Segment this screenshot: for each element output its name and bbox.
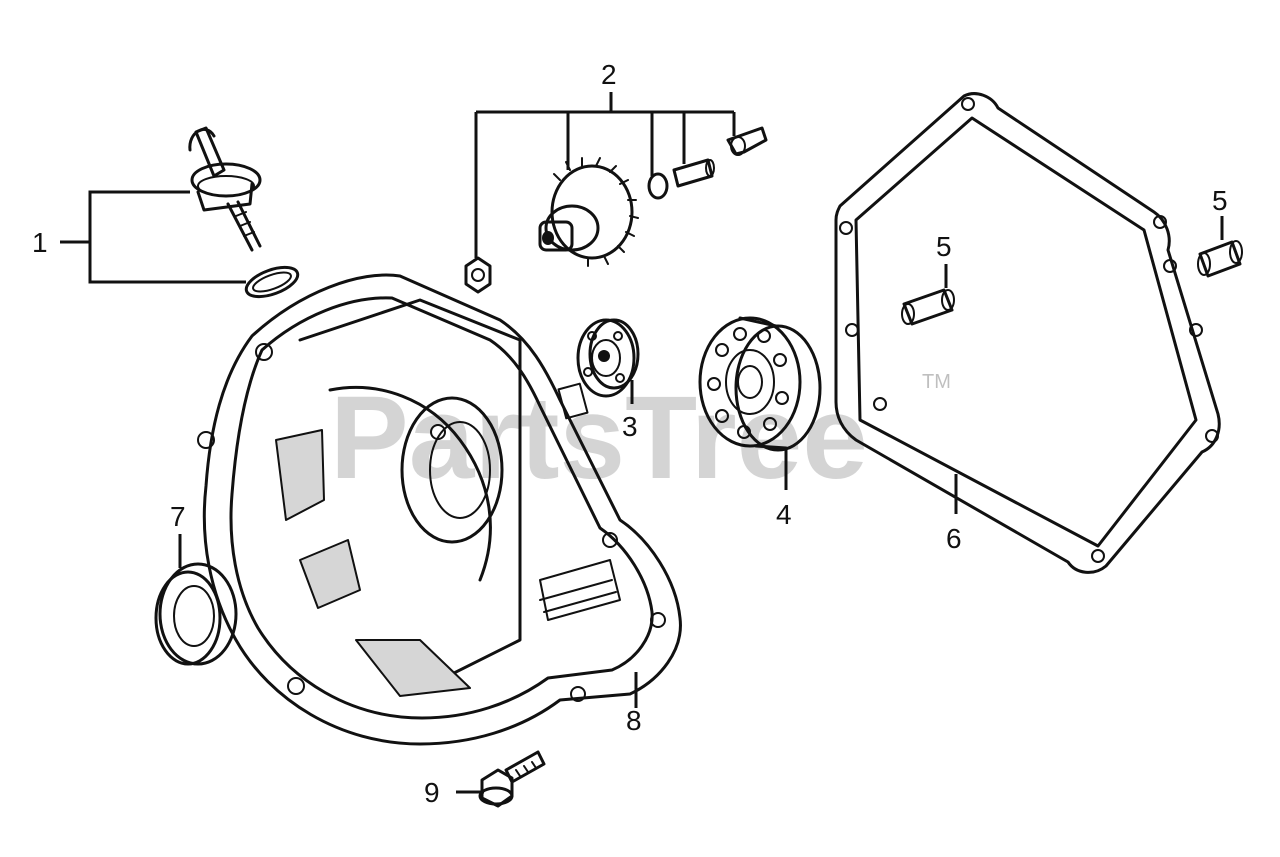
part-governor-gear[interactable] bbox=[538, 157, 639, 267]
callout-3[interactable]: 3 bbox=[622, 411, 638, 442]
part-washer[interactable] bbox=[647, 172, 669, 200]
callout-6[interactable]: 6 bbox=[946, 523, 962, 554]
callout-9[interactable]: 9 bbox=[424, 777, 440, 808]
part-crankcase-cover[interactable] bbox=[197, 273, 682, 746]
part-pin[interactable] bbox=[672, 158, 715, 188]
callout-5a[interactable]: 5 bbox=[936, 231, 952, 262]
callout-7[interactable]: 7 bbox=[170, 501, 186, 532]
watermark-trademark: TM bbox=[922, 371, 951, 393]
part-o-ring-1[interactable] bbox=[243, 261, 302, 302]
callout-1-leader bbox=[60, 190, 246, 284]
callout-2[interactable]: 2 bbox=[601, 59, 617, 90]
part-oil-seal[interactable] bbox=[154, 562, 238, 666]
part-bearing-large[interactable] bbox=[698, 316, 822, 452]
callout-1[interactable]: 1 bbox=[32, 227, 48, 258]
part-gasket[interactable] bbox=[834, 92, 1221, 574]
watermark: PartsTree TM bbox=[330, 371, 951, 504]
callout-4[interactable]: 4 bbox=[776, 499, 792, 530]
part-dowel-pin-outer[interactable] bbox=[1197, 240, 1243, 278]
callout-5b[interactable]: 5 bbox=[1212, 185, 1228, 216]
part-bearing-small[interactable] bbox=[576, 318, 640, 398]
part-nut[interactable] bbox=[464, 256, 492, 294]
part-dowel-pin-inner[interactable] bbox=[901, 288, 955, 326]
part-flange-bolt[interactable] bbox=[478, 750, 546, 808]
part-oil-filler-cap[interactable] bbox=[188, 126, 262, 252]
callout-2-leader bbox=[474, 92, 736, 258]
part-clip[interactable] bbox=[726, 126, 768, 156]
callout-8[interactable]: 8 bbox=[626, 705, 642, 736]
